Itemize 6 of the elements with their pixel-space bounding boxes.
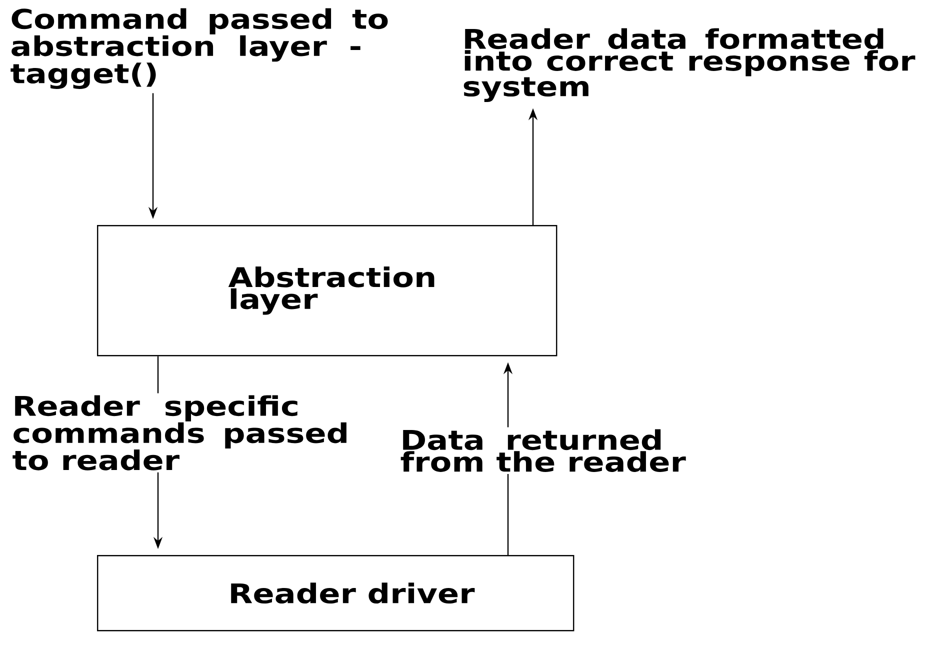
edge-label: Reader specific commands passed to reader bbox=[12, 395, 346, 470]
text-label: Command passed to abstraction layer - tagget() bbox=[10, 8, 388, 89]
edge-label: Data returned from the reader bbox=[400, 429, 686, 472]
process-box: Reader driver bbox=[97, 555, 574, 632]
process-box: Abstraction layer bbox=[97, 225, 558, 356]
text-label: Reader data formatted into correct response for system bbox=[464, 28, 916, 102]
